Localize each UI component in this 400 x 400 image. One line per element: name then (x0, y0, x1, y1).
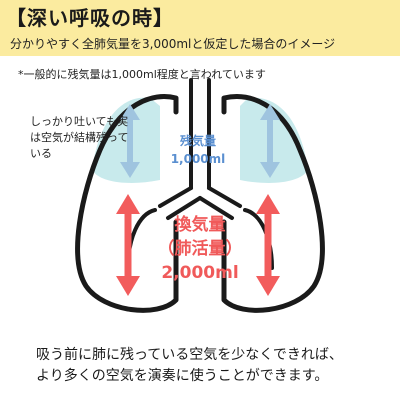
tidal-volume-label: 換気量 （肺活量） 2,000ml (150, 213, 250, 285)
tidal-volume-value: 2,000ml (161, 263, 239, 283)
header-banner: 【深い呼吸の時】 分かりやすく全肺気量を3,000mlと仮定した場合のイメージ (0, 0, 400, 56)
residual-arrow-left (120, 104, 140, 178)
caption-line-1: 吸う前に肺に残っている空気を少なくできれば、 (36, 347, 343, 363)
page-title: 【深い呼吸の時】 (6, 6, 174, 30)
left-lung-outline (75, 94, 179, 313)
residual-volume-value: 1,000ml (170, 152, 226, 166)
residual-arrow-right (260, 104, 280, 178)
side-note: しっかり吐いても実は空気が結構残っている (30, 115, 129, 160)
page-subtitle: 分かりやすく全肺気量を3,000mlと仮定した場合のイメージ (10, 37, 336, 51)
footnote: *一般的に残気量は1,000ml程度と言われています (18, 68, 266, 81)
right-lung-outline (221, 94, 325, 313)
residual-air-left (92, 97, 160, 183)
tidal-volume-sublabel: （肺活量） (157, 239, 243, 259)
caption-line-2: より多くの空気を演奏に使うことができます。 (36, 368, 329, 384)
tidal-arrow-right (256, 194, 280, 296)
residual-volume-name: 残気量 (179, 134, 216, 148)
residual-air-right (240, 97, 308, 183)
caption: 吸う前に肺に残っている空気を少なくできれば、 より多くの空気を演奏に使うことがで… (36, 345, 386, 387)
tidal-arrow-left (116, 194, 140, 296)
left-bronchus (158, 186, 202, 220)
tidal-volume-name: 換気量 (174, 215, 226, 235)
right-bronchus (198, 186, 242, 220)
residual-volume-label: 残気量 1,000ml (168, 132, 228, 168)
